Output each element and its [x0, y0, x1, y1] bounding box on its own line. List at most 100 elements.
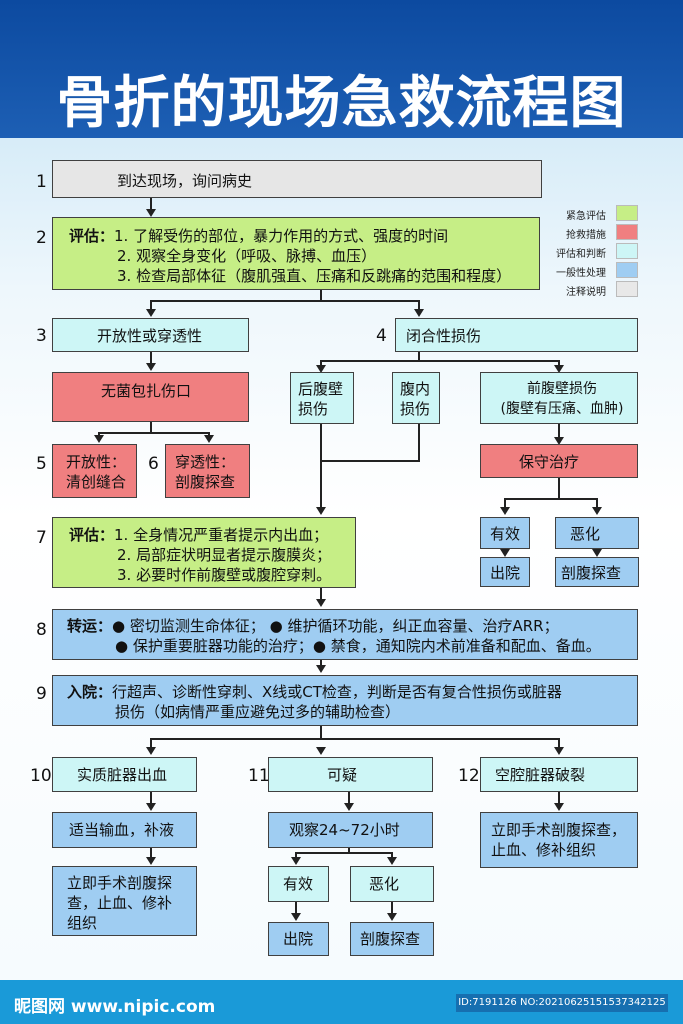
- connector: [320, 424, 322, 508]
- connector: [98, 432, 210, 434]
- connector: [320, 290, 322, 300]
- hollow-surgery-line-1: 立即手术剖腹探查，: [491, 821, 627, 839]
- hollow-surgery-line-2: 止血、修补组织: [491, 841, 597, 859]
- arrow-down-icon: [592, 549, 602, 557]
- sterile-box: 无菌包扎伤口: [52, 372, 249, 422]
- connector: [150, 300, 420, 302]
- step-arrive-text: 到达现场，询问病史: [117, 172, 253, 190]
- arrow-down-icon: [146, 857, 156, 865]
- arrow-down-icon: [344, 803, 354, 811]
- admission-text-1: 行超声、诊断性穿刺、X线或CT检查，判断是否有复合性损伤或脏器: [112, 683, 562, 701]
- transport-line-1: 转运：● 密切监测生命体征； ● 维护循环功能，纠正血容量、治疗ARR；: [67, 616, 637, 636]
- arrow-down-icon: [94, 435, 104, 443]
- step-closed-box: 闭合性损伤: [395, 318, 638, 352]
- open-debridement-line-2: 清创缝合: [66, 473, 127, 491]
- legend-label: 抢救措施: [566, 230, 606, 241]
- anterior-wall-box: 前腹壁损伤 (腹壁有压痛、血肿): [480, 372, 638, 424]
- connector: [150, 792, 152, 804]
- eval1-line-2: 2. 观察全身变化（呼吸、脉搏、血压）: [117, 247, 377, 265]
- step-open-box: 开放性或穿透性: [52, 318, 249, 352]
- connector: [418, 300, 420, 310]
- step-number: 6: [148, 454, 159, 474]
- transfusion-box: 适当输血，补液: [52, 812, 197, 848]
- step-open-text: 开放性或穿透性: [97, 327, 203, 345]
- transport-text-1: ● 密切监测生命体征； ● 维护循环功能，纠正血容量、治疗ARR；: [112, 617, 559, 635]
- effective-box: 有效: [268, 866, 329, 902]
- step-number: 1: [36, 172, 47, 192]
- eval1-text-1: 1. 了解受伤的部位，暴力作用的方式、强度的时间: [114, 227, 449, 245]
- arrow-down-icon: [316, 747, 326, 755]
- page-title: 骨折的现场急救流程图: [56, 71, 627, 136]
- connector: [418, 352, 420, 362]
- connector: [558, 424, 560, 438]
- connector: [596, 498, 598, 508]
- connector: [208, 432, 210, 436]
- step-number: 12: [458, 766, 480, 786]
- header-banner: [0, 0, 683, 138]
- step-closed-text: 闭合性损伤: [406, 327, 482, 345]
- anterior-wall-line-1: 前腹壁损伤: [527, 381, 597, 397]
- step-admission-box: 入院：行超声、诊断性穿刺、X线或CT检查，判断是否有复合性损伤或脏器 损伤（如病…: [52, 675, 638, 726]
- connector: [504, 498, 506, 508]
- arrow-down-icon: [554, 437, 564, 445]
- eval2-label: 评估：: [69, 526, 115, 544]
- connector: [418, 424, 420, 462]
- solid-surgery-box: 立即手术剖腹探 查，止血、修补 组织: [52, 866, 197, 936]
- connector: [391, 902, 393, 914]
- connector: [150, 198, 152, 210]
- hollow-organ-box: 空腔脏器破裂: [480, 757, 638, 792]
- admission-line-2: 损伤（如病情严重应避免过多的辅助检查）: [115, 703, 401, 721]
- arrow-down-icon: [592, 507, 602, 515]
- discharge-text: 出院: [490, 564, 521, 582]
- arrow-down-icon: [291, 913, 301, 921]
- legend-label: 紧急评估: [566, 211, 606, 222]
- connector: [150, 738, 152, 748]
- observation-text: 观察24~72小时: [289, 821, 400, 839]
- connector: [320, 588, 322, 600]
- solid-organ-box: 实质脏器出血: [52, 757, 197, 792]
- arrow-down-icon: [554, 803, 564, 811]
- discharge-box: 出院: [268, 922, 329, 956]
- worsen-text: 恶化: [369, 875, 400, 893]
- arrow-down-icon: [316, 665, 326, 673]
- connector: [348, 792, 350, 804]
- eval1-line-3: 3. 检查局部体征（腹肌强直、压痛和反跳痛的范围和程度）: [117, 267, 512, 285]
- connector: [558, 738, 560, 748]
- legend-label: 注释说明: [566, 287, 606, 298]
- connector: [150, 300, 152, 310]
- open-debridement-line-1: 开放性：: [66, 453, 127, 471]
- legend-swatch: [616, 281, 638, 297]
- suspicious-text: 可疑: [327, 766, 358, 784]
- connector: [391, 852, 393, 858]
- arrow-down-icon: [146, 209, 156, 217]
- discharge-box: 出院: [480, 557, 530, 587]
- transfusion-text: 适当输血，补液: [69, 821, 175, 839]
- connector: [320, 660, 322, 666]
- legend-label: 一般性处理: [556, 268, 606, 279]
- connector: [295, 902, 297, 914]
- step-number: 11: [248, 766, 270, 786]
- connector: [320, 726, 322, 740]
- sterile-text: 无菌包扎伤口: [101, 382, 192, 400]
- solid-organ-text: 实质脏器出血: [77, 766, 168, 784]
- legend-swatch: [616, 243, 638, 259]
- legend-swatch: [616, 262, 638, 278]
- connector: [320, 360, 560, 362]
- watermark-id: ID:7191126 NO:20210625151537342125: [456, 994, 668, 1012]
- step-number: 2: [36, 228, 47, 248]
- connector: [295, 852, 297, 858]
- laparotomy-box: 剖腹探查: [555, 557, 639, 587]
- eval2-line-1: 评估：1. 全身情况严重者提示内出血；: [69, 525, 355, 545]
- effective-box: 有效: [480, 517, 530, 549]
- laparotomy-text: 剖腹探查: [360, 930, 421, 948]
- effective-text: 有效: [283, 875, 314, 893]
- eval2-line-2: 2. 局部症状明显者提示腹膜炎；: [117, 546, 332, 564]
- observation-box: 观察24~72小时: [268, 812, 433, 848]
- connector: [348, 848, 350, 854]
- intra-abdominal-box: 腹内 损伤: [392, 372, 440, 424]
- arrow-down-icon: [204, 435, 214, 443]
- discharge-text: 出院: [283, 930, 314, 948]
- legend-label: 评估和判断: [556, 249, 606, 260]
- solid-surgery-line-3: 组织: [67, 914, 98, 932]
- arrow-down-icon: [316, 507, 326, 515]
